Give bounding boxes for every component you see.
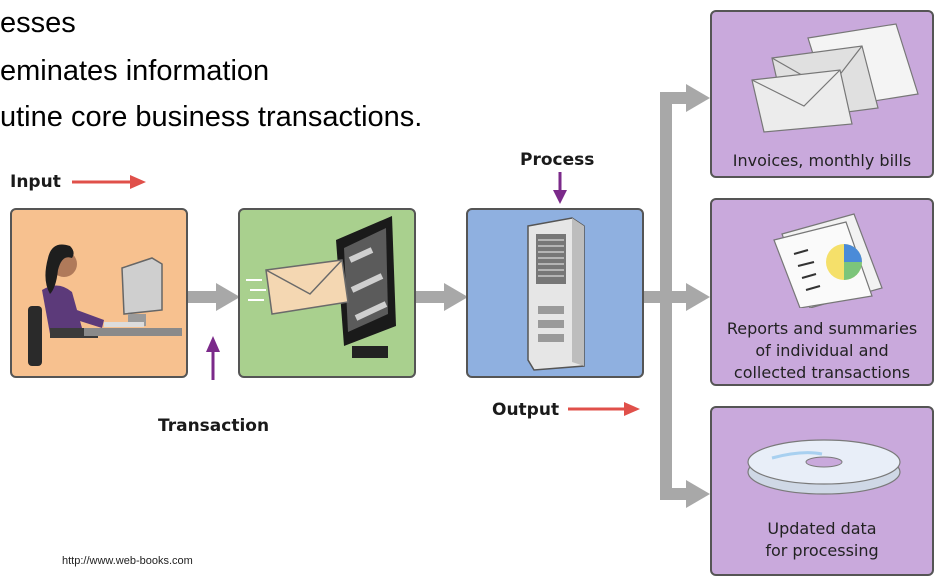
- bullet-line-3: utine core business transactions.: [0, 101, 423, 133]
- input-label: Input: [10, 172, 61, 192]
- transaction-stage-box: [238, 208, 416, 378]
- output-caption-3-line-2: for processing: [765, 541, 879, 560]
- process-stage-box: [466, 208, 644, 378]
- transaction-to-process-arrow-head: [444, 283, 468, 311]
- envelope-into-monitor-icon: [246, 216, 396, 358]
- person-at-computer-icon: [28, 244, 182, 366]
- output-arrow-head-3: [686, 480, 710, 508]
- output-label: Output: [492, 400, 560, 420]
- bullet-line-2: eminates information: [0, 55, 270, 87]
- output-arrow-head-2: [686, 283, 710, 311]
- output-caption-2-line-2: of individual and: [755, 341, 889, 360]
- output-box-updated-data: Updated data for processing: [710, 406, 934, 576]
- output-box-invoices: Invoices, monthly bills: [710, 10, 934, 178]
- discs-icon: [747, 439, 901, 495]
- bullet-line-1: esses: [0, 7, 76, 39]
- input-to-transaction-arrow-shaft: [188, 291, 218, 303]
- server-tower-icon: [527, 217, 585, 371]
- output-caption-1-line-1: Invoices, monthly bills: [732, 151, 912, 170]
- transaction-label: Transaction: [158, 416, 270, 436]
- transaction-to-process-arrow-shaft: [416, 291, 446, 303]
- process-label: Process: [520, 150, 595, 170]
- output-caption-2-line-3: collected transactions: [733, 363, 911, 382]
- output-caption-3-line-1: Updated data: [767, 519, 877, 538]
- reports-icon: [773, 213, 883, 308]
- output-caption-2-line-1: Reports and summaries: [726, 319, 918, 338]
- output-branch-trunk: [660, 96, 672, 496]
- output-arrow-head-1: [686, 84, 710, 112]
- envelopes-icon: [751, 23, 919, 133]
- output-box-reports: Reports and summaries of individual and …: [710, 198, 934, 386]
- source-url: http://www.web-books.com: [62, 555, 193, 567]
- input-stage-box: [10, 208, 188, 378]
- input-to-transaction-arrow-head: [216, 283, 240, 311]
